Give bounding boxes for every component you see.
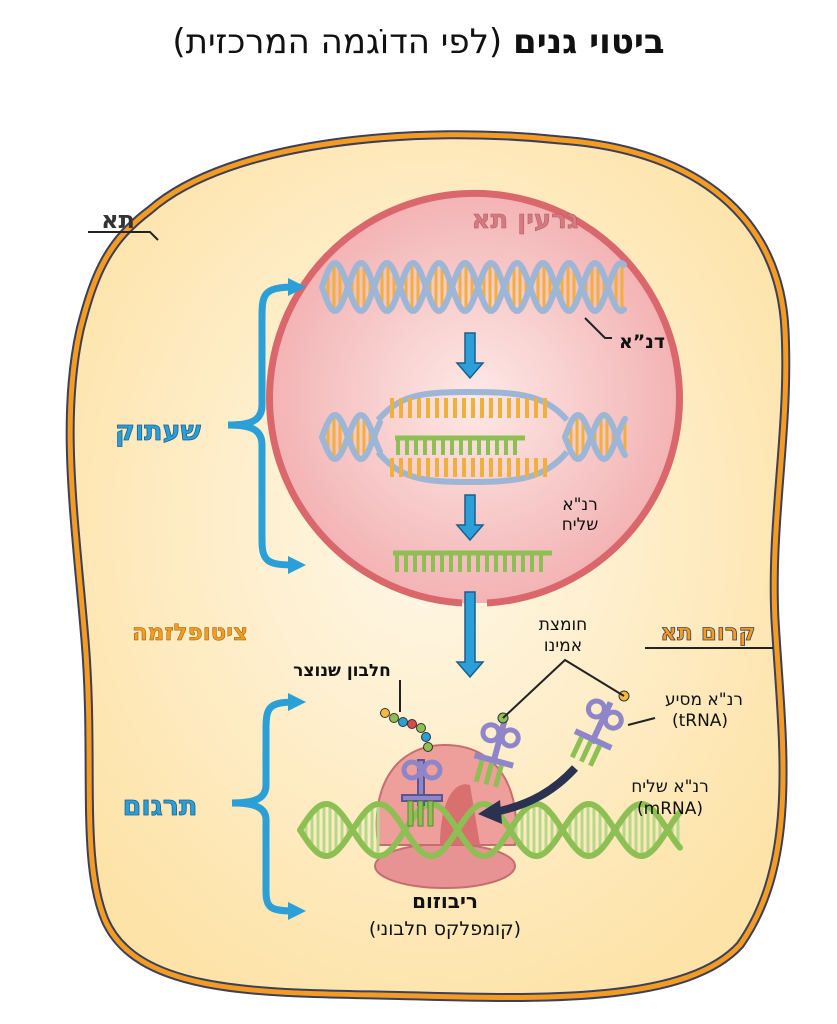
amino-acid-label-2: אמינו [544,636,582,656]
mrna-helix [297,800,683,860]
mrna-label-1: רנ"א שליח [631,777,709,797]
mrna-nucleus [393,550,552,572]
dna-label: דנ”א [619,331,665,353]
leader-lines [88,231,773,726]
trna-arriving [473,720,521,788]
cell-label: תא [101,206,135,234]
page-title: ביטוי גנים (לפי הדוֹגמה המרכזית) [0,22,837,62]
translation-label: תרגום [123,791,198,822]
membrane-label: קרום תא [660,620,755,646]
translation-brace [231,698,296,915]
title-sub: (לפי הדוֹגמה המרכזית) [172,22,503,62]
title-main: ביטוי גנים [513,22,665,62]
nucleus-label: גרעין תא [472,205,579,235]
ribosome-sublabel: (קומפלקס חלבוני) [369,918,521,940]
protein-chain [380,708,433,752]
transcription-brace [227,283,296,569]
mrna-nucleus-label-1: רנ"א [562,495,598,515]
movement-arrow [494,765,578,816]
mrna-strand [297,800,683,860]
mrna-nucleus-label-2: שליח [562,515,599,535]
protein-label: חלבון שנוצר [293,661,391,681]
trna-free [569,698,624,767]
dna-helix-left [319,412,383,462]
ribosome-label: ריבוזום [412,889,478,913]
cytoplasm-label: ציטופלזמה [132,620,248,646]
dna-unzipping [319,388,628,486]
mrna-label-2: (mRNA) [637,799,703,819]
amino-acid-label-1: חומצת [539,615,588,635]
transcription-label: שעתוק [115,416,202,447]
trna-label-2: (tRNA) [672,711,728,731]
dna-helix [319,260,627,314]
trna-label-1: רנ"א מסיע [665,690,743,710]
dna-helix-right [562,412,628,462]
process-arrows [455,332,485,679]
